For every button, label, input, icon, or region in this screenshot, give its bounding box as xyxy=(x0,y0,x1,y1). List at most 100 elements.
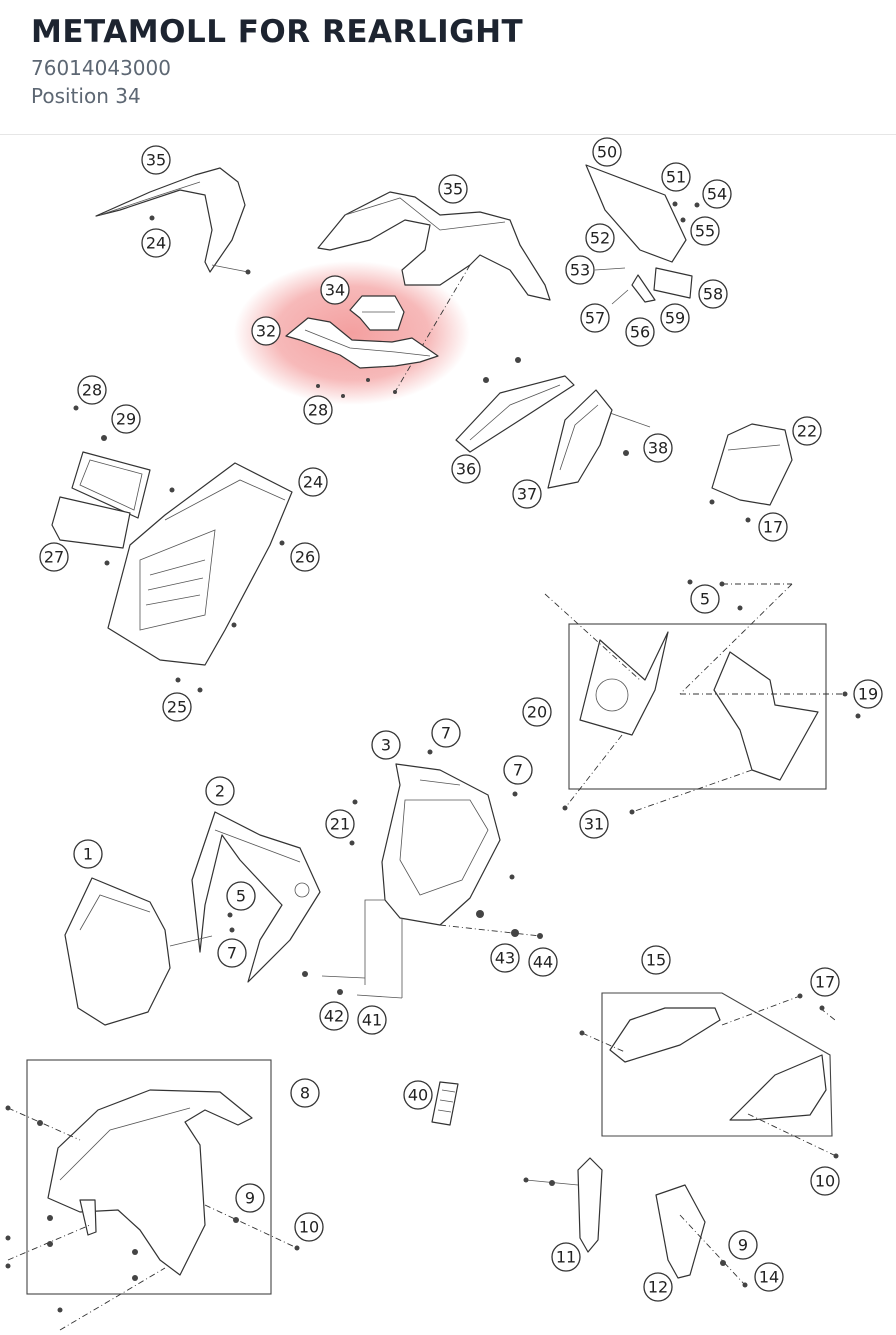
part-24-rear-fender xyxy=(107,462,293,666)
callout-26: 26 xyxy=(290,542,320,572)
callout-54: 54 xyxy=(702,179,732,209)
callout-36: 36 xyxy=(451,454,481,484)
svg-text:9: 9 xyxy=(738,1236,748,1255)
callout-21: 21 xyxy=(325,809,355,839)
position-label: Position 34 xyxy=(31,84,141,108)
svg-text:37: 37 xyxy=(517,485,537,504)
callout-10-left: 10 xyxy=(294,1212,324,1242)
part-3-headlight-mask-carrier xyxy=(302,749,543,999)
svg-text:3: 3 xyxy=(381,736,391,755)
callout-51: 51 xyxy=(661,162,691,192)
callout-8: 8 xyxy=(290,1078,320,1108)
svg-text:26: 26 xyxy=(295,548,315,567)
svg-text:32: 32 xyxy=(256,322,276,341)
svg-text:19: 19 xyxy=(858,685,878,704)
callout-40: 40 xyxy=(403,1080,433,1110)
callout-30: 35 xyxy=(141,145,171,175)
callout-42: 42 xyxy=(319,1001,349,1031)
callout-43: 43 xyxy=(490,943,520,973)
page-title: METAMOLL FOR REARLIGHT xyxy=(31,14,524,50)
svg-text:15: 15 xyxy=(646,951,666,970)
part-50-license-plate-holder xyxy=(585,164,700,305)
svg-text:38: 38 xyxy=(648,439,668,458)
part-37-reflector-holder xyxy=(547,389,651,489)
svg-text:10: 10 xyxy=(299,1218,319,1237)
svg-text:10: 10 xyxy=(815,1172,835,1191)
svg-text:12: 12 xyxy=(648,1278,668,1297)
part-27-number-plate-frame xyxy=(51,451,151,549)
svg-text:31: 31 xyxy=(584,815,604,834)
header: METAMOLL FOR REARLIGHT 76014043000 Posit… xyxy=(0,0,896,135)
svg-text:36: 36 xyxy=(456,460,476,479)
callout-34: 34 xyxy=(320,275,350,305)
callout-35: 35 xyxy=(438,174,468,204)
callout-41: 41 xyxy=(357,1005,387,1035)
part-34-metamoll-rearlight xyxy=(349,295,405,331)
callout-7-top: 7 xyxy=(431,718,461,748)
callout-25: 25 xyxy=(162,692,192,722)
svg-text:50: 50 xyxy=(597,143,617,162)
callout-27: 27 xyxy=(39,542,69,572)
svg-text:42: 42 xyxy=(324,1007,344,1026)
callout-5-right: 5 xyxy=(690,584,720,614)
callout-55: 55 xyxy=(690,216,720,246)
callout-23: 24 xyxy=(141,228,171,258)
callout-31: 31 xyxy=(579,809,609,839)
callout-32: 32 xyxy=(251,316,281,346)
part-15-side-cover-group xyxy=(579,992,839,1159)
callout-14: 14 xyxy=(754,1262,784,1292)
svg-text:22: 22 xyxy=(797,422,817,441)
svg-text:27: 27 xyxy=(44,548,64,567)
svg-text:7: 7 xyxy=(441,724,451,743)
part-11-indicator xyxy=(523,1157,603,1253)
part-1-headlight-mask xyxy=(64,877,213,1026)
highlight-glow xyxy=(234,261,470,405)
svg-text:24: 24 xyxy=(146,234,166,253)
svg-text:21: 21 xyxy=(330,815,350,834)
callout-5-left: 5 xyxy=(226,881,256,911)
callout-11: 11 xyxy=(551,1242,581,1272)
callout-17-bottom: 17 xyxy=(810,967,840,997)
svg-text:11: 11 xyxy=(556,1248,576,1267)
svg-text:17: 17 xyxy=(763,518,783,537)
svg-text:54: 54 xyxy=(707,185,727,204)
callout-24: 24 xyxy=(298,467,328,497)
svg-text:43: 43 xyxy=(495,949,515,968)
svg-text:29: 29 xyxy=(116,410,136,429)
svg-text:53: 53 xyxy=(570,261,590,280)
part-number: 76014043000 xyxy=(31,56,171,80)
callout-50: 50 xyxy=(592,137,622,167)
svg-text:58: 58 xyxy=(703,285,723,304)
part-40-pad xyxy=(431,1081,459,1126)
part-12-reflector xyxy=(655,1184,748,1288)
svg-text:51: 51 xyxy=(666,168,686,187)
svg-text:5: 5 xyxy=(236,887,246,906)
callout-28-left: 28 xyxy=(77,375,107,405)
part-35-rear-subframe-cover xyxy=(317,191,551,393)
svg-text:7: 7 xyxy=(227,944,237,963)
svg-text:17: 17 xyxy=(815,973,835,992)
svg-text:52: 52 xyxy=(590,229,610,248)
callout-3: 3 xyxy=(371,730,401,760)
callout-7-right: 7 xyxy=(503,755,533,785)
svg-text:56: 56 xyxy=(630,323,650,342)
svg-text:34: 34 xyxy=(325,281,345,300)
svg-text:9: 9 xyxy=(245,1189,255,1208)
callout-59: 59 xyxy=(660,303,690,333)
callout-22: 22 xyxy=(792,416,822,446)
part-32-rearlight-bracket xyxy=(285,317,439,398)
svg-text:40: 40 xyxy=(408,1086,428,1105)
callout-53: 53 xyxy=(565,255,595,285)
svg-text:55: 55 xyxy=(695,222,715,241)
callout-9-left: 9 xyxy=(235,1183,265,1213)
svg-text:7: 7 xyxy=(513,761,523,780)
part-36-rear-bracket xyxy=(455,357,575,453)
part-2-side-panel xyxy=(191,811,321,983)
callout-9-right: 9 xyxy=(728,1230,758,1260)
part-30-seat-cowl xyxy=(95,167,251,275)
svg-text:44: 44 xyxy=(533,953,553,972)
callout-17-top: 17 xyxy=(758,512,788,542)
callout-29: 29 xyxy=(111,404,141,434)
part-8-front-fender-group xyxy=(5,1059,300,1331)
svg-text:20: 20 xyxy=(527,703,547,722)
